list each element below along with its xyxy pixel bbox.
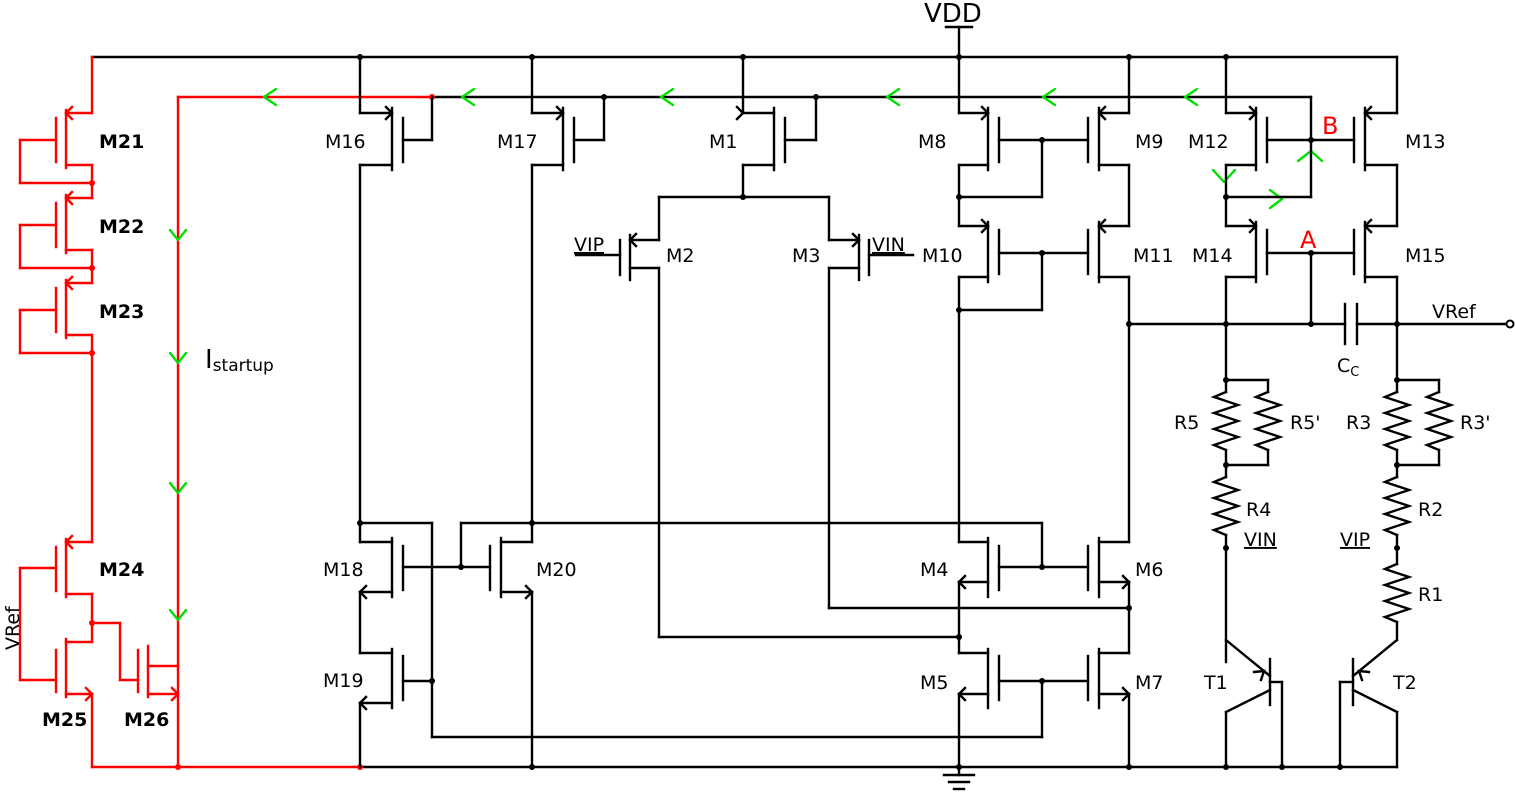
- transistor-m24: [18, 534, 94, 682]
- label-m5: M5: [920, 672, 948, 694]
- label-m14: M14: [1192, 245, 1233, 267]
- transistor-m22: [18, 190, 94, 285]
- transistor-m23: [18, 275, 94, 544]
- node-b-label: B: [1322, 112, 1338, 140]
- core-vin-label: VIN: [1244, 529, 1277, 551]
- label-m20: M20: [536, 559, 577, 581]
- label-r5: R5: [1174, 412, 1199, 434]
- amp-input-vin-label: VIN: [872, 234, 905, 256]
- cap-label: CC: [1337, 355, 1359, 380]
- label-m1: M1: [709, 131, 737, 153]
- label-m19: M19: [323, 670, 364, 692]
- label-r4: R4: [1246, 499, 1271, 521]
- label-m12: M12: [1188, 131, 1229, 153]
- label-m11: M11: [1133, 245, 1174, 267]
- startup-circuit: [18, 55, 435, 770]
- transistor-m21: [18, 55, 94, 200]
- transistor-m26: [90, 621, 180, 702]
- vref-output-label: VRef: [1432, 301, 1477, 323]
- label-m15: M15: [1405, 245, 1446, 267]
- label-r5-prime: R5': [1290, 412, 1321, 434]
- label-m21: M21: [99, 131, 144, 153]
- error-amplifier: [574, 54, 1347, 770]
- bandgap-core: [1210, 54, 1515, 770]
- label-m10: M10: [922, 245, 963, 267]
- node-a-label: A: [1300, 226, 1317, 254]
- label-m18: M18: [323, 559, 364, 581]
- transistor-m25: [18, 621, 94, 769]
- label-m16: M16: [325, 131, 366, 153]
- ground-symbol: [942, 765, 976, 791]
- amp-input-vip-label: VIP: [574, 234, 604, 256]
- label-r1: R1: [1418, 584, 1443, 606]
- vdd-terminal: VDD: [924, 0, 982, 59]
- startup-vref-label: VRef: [2, 605, 24, 650]
- label-m23: M23: [99, 301, 144, 323]
- label-m24: M24: [99, 559, 144, 581]
- label-m6: M6: [1135, 559, 1163, 581]
- core-vip-label: VIP: [1340, 529, 1370, 551]
- label-m2: M2: [666, 245, 694, 267]
- label-r3: R3: [1346, 412, 1371, 434]
- startup-current-label: Istartup: [205, 345, 274, 376]
- label-m22: M22: [99, 216, 144, 238]
- label-r2: R2: [1418, 499, 1443, 521]
- label-m17: M17: [497, 131, 538, 153]
- vdd-label: VDD: [924, 0, 982, 29]
- label-m26: M26: [124, 709, 169, 731]
- label-m9: M9: [1135, 131, 1163, 153]
- label-m3: M3: [792, 245, 820, 267]
- label-m4: M4: [920, 559, 948, 581]
- label-m13: M13: [1405, 131, 1446, 153]
- label-t2: T2: [1392, 672, 1417, 694]
- label-m7: M7: [1135, 672, 1163, 694]
- label-r3-prime: R3': [1460, 412, 1491, 434]
- current-arrows: [168, 87, 1324, 622]
- label-m8: M8: [918, 131, 946, 153]
- label-t1: T1: [1203, 672, 1228, 694]
- label-m25: M25: [42, 709, 87, 731]
- bias-mirror: [357, 54, 1044, 770]
